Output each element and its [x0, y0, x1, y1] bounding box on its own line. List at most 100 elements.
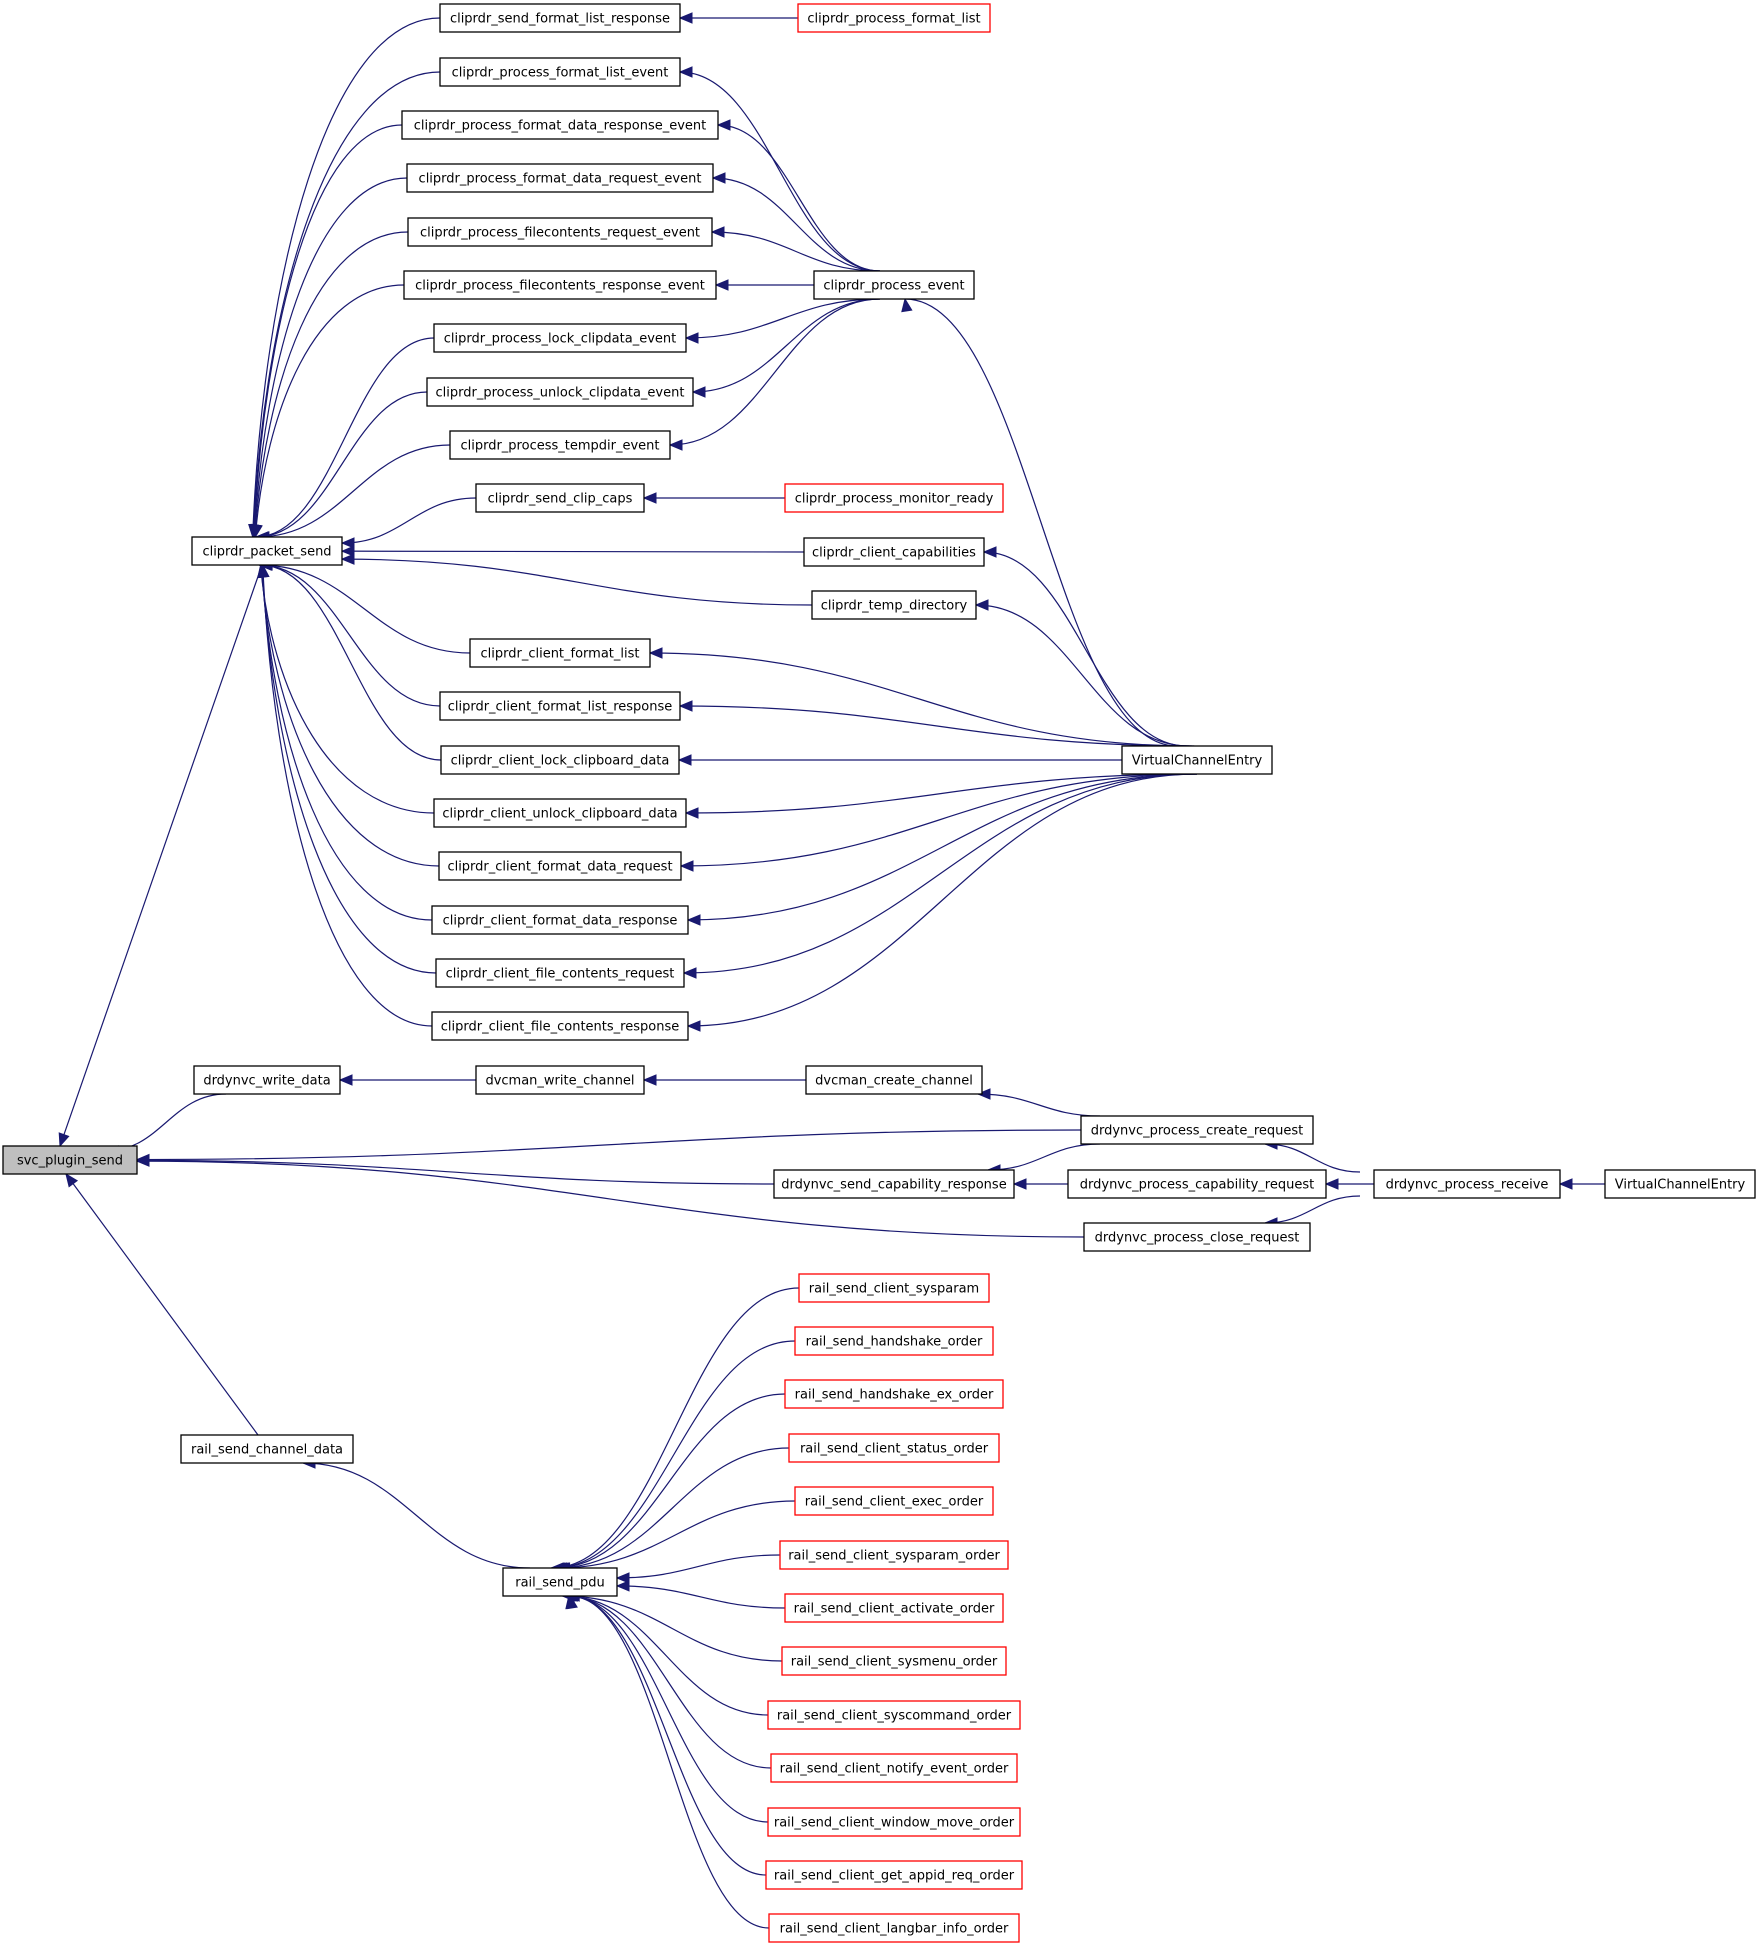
node-box — [401, 110, 719, 140]
node-label: cliprdr_packet_send — [202, 545, 331, 560]
node-rail-send-client-exec-order[interactable]: rail_send_client_exec_order — [794, 1486, 994, 1516]
edge-line — [302, 1462, 531, 1569]
edge-line — [136, 1159, 775, 1185]
node-cliprdr-send-clip-caps[interactable]: cliprdr_send_clip_caps — [475, 483, 645, 513]
node-drdynvc-process-receive[interactable]: drdynvc_process_receive — [1373, 1169, 1561, 1199]
edge-line — [254, 284, 405, 538]
node-label: VirtualChannelEntry — [1132, 754, 1263, 769]
node-cliprdr-process-tempdir-event[interactable]: cliprdr_process_tempdir_event — [449, 430, 671, 460]
node-rail-send-client-activate-order[interactable]: rail_send_client_activate_order — [784, 1593, 1004, 1623]
node-cliprdr-send-format-list-response[interactable]: cliprdr_send_format_list_response — [439, 3, 681, 33]
arrowhead — [679, 860, 694, 872]
node-rail-send-client-sysparam[interactable]: rail_send_client_sysparam — [798, 1273, 990, 1303]
node-dvcman-write-channel[interactable]: dvcman_write_channel — [475, 1065, 645, 1095]
node-label: drdynvc_write_data — [203, 1074, 330, 1089]
node-cliprdr-client-format-list-response[interactable]: cliprdr_client_format_list_response — [439, 691, 681, 721]
node-label: rail_send_handshake_ex_order — [795, 1388, 994, 1403]
edge-drdynvc_process_capability_request-to-drdynvc_send_capability_response — [1012, 1178, 1068, 1190]
node-rail-send-client-status-order[interactable]: rail_send_client_status_order — [788, 1433, 1000, 1463]
node-drdynvc-send-capability-response[interactable]: drdynvc_send_capability_response — [773, 1169, 1015, 1199]
node-cliprdr-client-format-data-response[interactable]: cliprdr_client_format_data_response — [431, 905, 689, 935]
arrowhead — [716, 119, 731, 131]
node-cliprdr-client-format-data-request[interactable]: cliprdr_client_format_data_request — [438, 851, 682, 881]
node-cliprdr-process-format-list[interactable]: cliprdr_process_format_list — [797, 3, 991, 33]
edge-cliprdr_process_tempdir_event-to-cliprdr_packet_send — [255, 444, 451, 543]
node-cliprdr-process-lock-clipdata-event[interactable]: cliprdr_process_lock_clipdata_event — [433, 323, 687, 353]
node-virtualchannelentry-drdynvc[interactable]: VirtualChannelEntry — [1604, 1169, 1756, 1199]
arrowhead — [648, 647, 663, 659]
edge-rail_send_pdu-to-rail_send_channel_data — [301, 1457, 531, 1569]
node-rail-send-client-syscommand-order[interactable]: rail_send_client_syscommand_order — [767, 1700, 1021, 1730]
node-drdynvc-process-close-request[interactable]: drdynvc_process_close_request — [1083, 1222, 1311, 1252]
node-cliprdr-process-filecontents-request-event[interactable]: cliprdr_process_filecontents_request_eve… — [407, 217, 713, 247]
arrowhead — [338, 1074, 353, 1086]
edge-cliprdr_process_event-to-cliprdr_process_format_data_response_event — [716, 119, 881, 272]
node-cliprdr-client-capabilities[interactable]: cliprdr_client_capabilities — [803, 537, 985, 567]
edge-VirtualChannelEntry_cliprdr-to-cliprdr_client_file_contents_response — [686, 773, 1198, 1032]
node-box — [475, 1065, 645, 1095]
node-cliprdr-packet-send[interactable]: cliprdr_packet_send — [191, 536, 343, 566]
node-cliprdr-process-unlock-clipdata-event[interactable]: cliprdr_process_unlock_clipdata_event — [426, 377, 694, 407]
node-box — [406, 163, 714, 193]
node-label: cliprdr_process_filecontents_request_eve… — [420, 226, 700, 241]
node-rail-send-handshake-ex-order[interactable]: rail_send_handshake_ex_order — [784, 1379, 1004, 1409]
node-rail-send-client-get-appid-req-order[interactable]: rail_send_client_get_appid_req_order — [765, 1860, 1023, 1890]
node-rail-send-pdu[interactable]: rail_send_pdu — [502, 1567, 618, 1597]
node-box — [433, 323, 687, 353]
node-cliprdr-process-format-data-request-event[interactable]: cliprdr_process_format_data_request_even… — [406, 163, 714, 193]
arrowhead — [684, 807, 699, 819]
arrowhead — [340, 545, 355, 557]
arrowhead — [58, 1132, 70, 1148]
edge-line — [261, 564, 437, 974]
node-label: svc_plugin_send — [17, 1154, 123, 1169]
edge-line — [904, 298, 1178, 747]
edge-line — [136, 1129, 1082, 1161]
node-drdynvc-process-capability-request[interactable]: drdynvc_process_capability_request — [1067, 1169, 1327, 1199]
node-cliprdr-client-format-list[interactable]: cliprdr_client_format_list — [469, 638, 651, 668]
node-cliprdr-client-lock-clipboard-data[interactable]: cliprdr_client_lock_clipboard_data — [440, 745, 680, 775]
node-cliprdr-process-format-data-response-event[interactable]: cliprdr_process_format_data_response_eve… — [401, 110, 719, 140]
node-cliprdr-client-file-contents-request[interactable]: cliprdr_client_file_contents_request — [435, 958, 685, 988]
node-rail-send-client-sysparam-order[interactable]: rail_send_client_sysparam_order — [779, 1540, 1009, 1570]
node-label: cliprdr_process_format_data_response_eve… — [414, 119, 707, 134]
edge-line — [65, 1173, 259, 1436]
node-label: rail_send_client_sysmenu_order — [791, 1655, 998, 1670]
node-drdynvc-process-create-request[interactable]: drdynvc_process_create_request — [1080, 1115, 1314, 1145]
edge-cliprdr_process_format_list-to-cliprdr_send_format_list_response — [678, 12, 798, 24]
node-label: rail_send_client_status_order — [800, 1442, 989, 1457]
node-cliprdr-process-event[interactable]: cliprdr_process_event — [813, 270, 975, 300]
node-virtualchannelentry-cliprdr[interactable]: VirtualChannelEntry — [1121, 745, 1273, 775]
node-rail-send-client-window-move-order[interactable]: rail_send_client_window_move_order — [767, 1807, 1021, 1837]
node-rail-send-channel-data[interactable]: rail_send_channel_data — [180, 1434, 354, 1464]
edge-line — [983, 551, 1187, 747]
edge-line — [685, 773, 1198, 814]
node-rail-send-client-langbar-info-order[interactable]: rail_send_client_langbar_info_order — [768, 1913, 1020, 1943]
node-cliprdr-process-filecontents-response-event[interactable]: cliprdr_process_filecontents_response_ev… — [403, 270, 717, 300]
node-box — [435, 958, 685, 988]
edge-VirtualChannelEntry_cliprdr-to-cliprdr_client_lock_clipboard_data — [677, 754, 1197, 766]
edge-cliprdr_process_lock_clipdata_event-to-cliprdr_packet_send — [254, 337, 435, 543]
node-svc-plugin-send[interactable]: svc_plugin_send — [2, 1145, 138, 1175]
node-rail-send-client-sysmenu-order[interactable]: rail_send_client_sysmenu_order — [781, 1646, 1007, 1676]
node-rail-send-handshake-order[interactable]: rail_send_handshake_order — [794, 1326, 994, 1356]
node-box — [1604, 1169, 1756, 1199]
node-label: cliprdr_client_format_data_response — [443, 914, 678, 929]
node-cliprdr-temp-directory[interactable]: cliprdr_temp_directory — [811, 590, 977, 620]
edge-line — [252, 17, 441, 538]
edge-rail_send_client_sysparam-to-rail_send_pdu — [549, 1287, 800, 1574]
node-drdynvc-write-data[interactable]: drdynvc_write_data — [193, 1065, 341, 1095]
node-label: cliprdr_temp_directory — [821, 599, 968, 614]
node-label: rail_send_client_sysparam_order — [788, 1549, 1000, 1564]
node-cliprdr-client-file-contents-response[interactable]: cliprdr_client_file_contents_response — [431, 1011, 689, 1041]
node-cliprdr-process-format-list-event[interactable]: cliprdr_process_format_list_event — [439, 57, 681, 87]
node-rail-send-client-notify-event-order[interactable]: rail_send_client_notify_event_order — [770, 1753, 1018, 1783]
edge-cliprdr_process_event-to-cliprdr_process_lock_clipdata_event — [684, 298, 881, 344]
node-dvcman-create-channel[interactable]: dvcman_create_channel — [805, 1065, 983, 1095]
node-box — [191, 536, 343, 566]
arrowhead — [1324, 1178, 1339, 1190]
node-box — [1080, 1115, 1314, 1145]
node-cliprdr-process-monitor-ready[interactable]: cliprdr_process_monitor_ready — [784, 483, 1004, 513]
edge-line — [616, 1585, 786, 1609]
arrowhead — [642, 492, 657, 504]
node-cliprdr-client-unlock-clipboard-data[interactable]: cliprdr_client_unlock_clipboard_data — [433, 798, 687, 828]
